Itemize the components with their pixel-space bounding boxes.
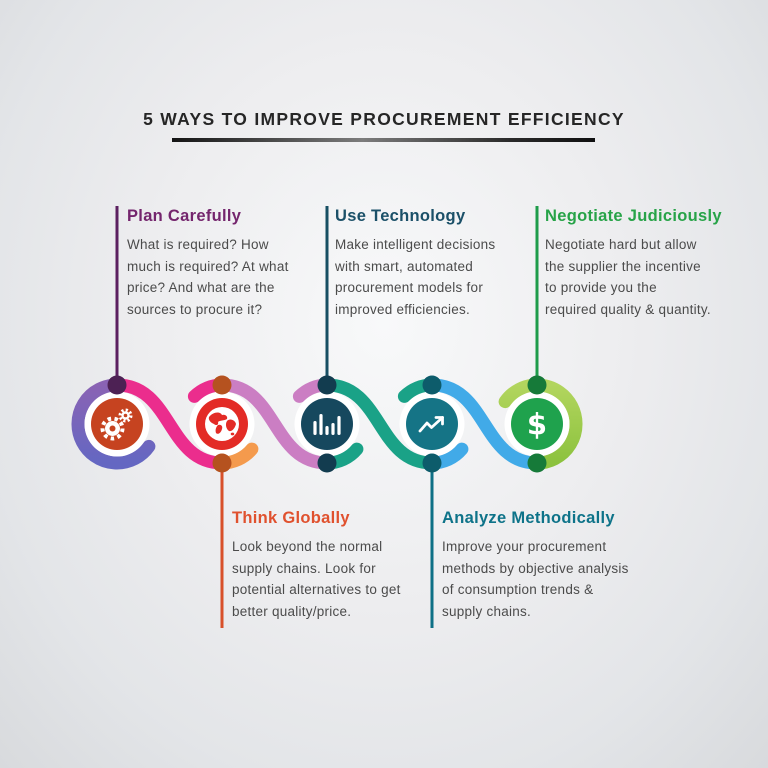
page-title: 5 WAYS TO IMPROVE PROCUREMENT EFFICIENCY bbox=[143, 109, 625, 129]
title-underline bbox=[172, 138, 595, 142]
connector-dot bbox=[107, 375, 127, 395]
item-title: Plan Carefully bbox=[127, 207, 242, 225]
globe-icon bbox=[205, 407, 239, 441]
ribbon-start-c-ring bbox=[71, 378, 156, 470]
connector-dot bbox=[317, 453, 337, 473]
connector-dot bbox=[212, 375, 232, 395]
ribbon-link-1-2 bbox=[110, 378, 229, 470]
item-plan-carefully: Plan Carefully What is required? How muc… bbox=[127, 207, 305, 320]
chain-node-4 bbox=[399, 375, 465, 473]
connector-dot bbox=[527, 453, 547, 473]
icon-circle-tech bbox=[301, 398, 353, 450]
ribbon-link-2-3 bbox=[215, 378, 334, 470]
connector-dot bbox=[317, 375, 337, 395]
item-body: Make intelligent decisions with smart, a… bbox=[335, 237, 496, 317]
item-title: Negotiate Judiciously bbox=[545, 207, 722, 225]
ribbon-link-4-5 bbox=[425, 378, 544, 470]
dollar-icon: $ bbox=[527, 408, 547, 442]
item-think-globally: Think Globally Look beyond the normal su… bbox=[232, 509, 422, 622]
item-title: Use Technology bbox=[335, 207, 466, 225]
chain-node-3 bbox=[294, 375, 360, 473]
item-title: Think Globally bbox=[232, 509, 350, 527]
chain-node-1 bbox=[84, 375, 150, 457]
connector-dot bbox=[422, 453, 442, 473]
item-body: Look beyond the normal supply chains. Lo… bbox=[232, 539, 401, 619]
trend-up-icon bbox=[418, 416, 444, 433]
connector-dot bbox=[527, 375, 547, 395]
bar-chart-icon bbox=[313, 414, 341, 435]
item-body: Negotiate hard but allow the supplier th… bbox=[545, 237, 711, 317]
ribbon-end-c-ring bbox=[498, 378, 583, 470]
icon-circle-negotiate bbox=[511, 398, 563, 450]
connector-dot bbox=[422, 375, 442, 395]
connector-dot bbox=[212, 453, 232, 473]
item-body: Improve your procurement methods by obje… bbox=[442, 539, 629, 619]
icon-circle-analyze bbox=[406, 398, 458, 450]
item-title: Analyze Methodically bbox=[442, 509, 615, 527]
item-use-technology: Use Technology Make intelligent decision… bbox=[335, 207, 517, 320]
ribbon-link-3-4 bbox=[320, 378, 439, 470]
item-analyze-methodically: Analyze Methodically Improve your procur… bbox=[442, 509, 647, 622]
item-body: What is required? How much is required? … bbox=[127, 237, 289, 317]
chain-node-2 bbox=[189, 375, 255, 473]
chain-node-5: $ bbox=[504, 375, 570, 473]
gear-icon bbox=[100, 408, 133, 441]
item-negotiate-judiciously: Negotiate Judiciously Negotiate hard but… bbox=[545, 207, 737, 320]
